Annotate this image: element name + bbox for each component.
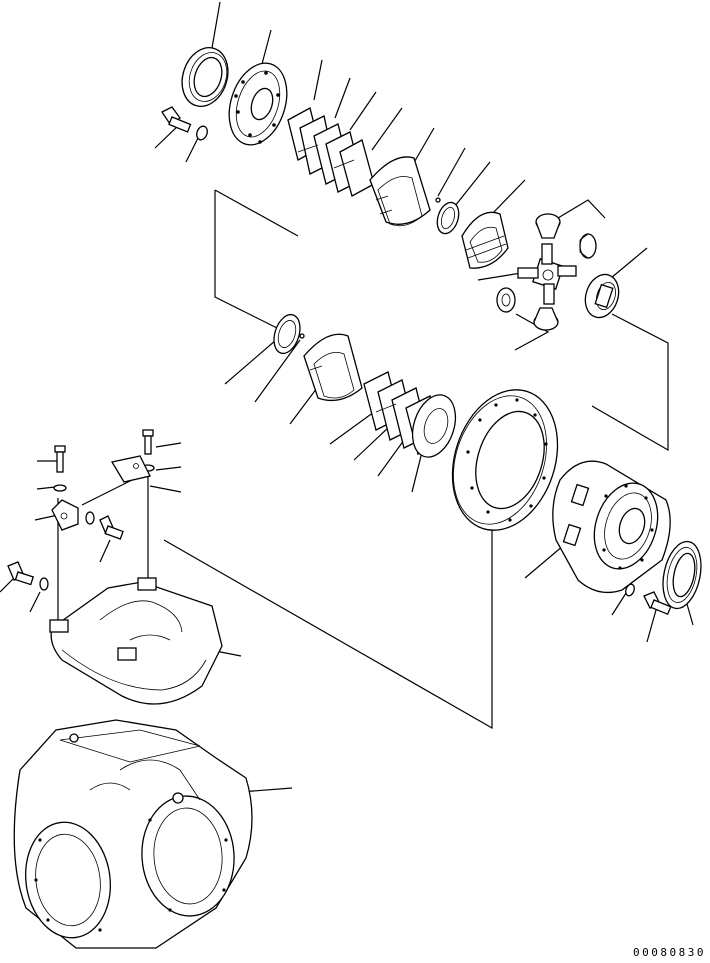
- figure-number: 00080830: [633, 946, 706, 959]
- guard-cover: [49, 577, 223, 705]
- bolt-top: [161, 106, 208, 141]
- pinion-gear-right: [579, 233, 597, 259]
- differential-case: [552, 460, 671, 594]
- side-gear-right: [584, 273, 620, 319]
- ring-gear: [451, 389, 559, 531]
- spider-cross: [517, 243, 577, 305]
- brackets-left: [51, 455, 151, 531]
- bolt-lower-right: [625, 583, 672, 616]
- clutch-housing-mid: [303, 333, 363, 402]
- clutch-housing-top: [369, 156, 431, 227]
- bolts-left: [7, 429, 155, 591]
- clutch-discs-top: [287, 107, 375, 197]
- side-gear-top: [461, 211, 509, 269]
- end-plate-mid: [411, 394, 457, 458]
- thrust-washer-mid: [273, 313, 305, 355]
- axle-housing: [13, 719, 253, 949]
- pinion-gear-top: [535, 213, 561, 239]
- thrust-ring-top: [435, 197, 460, 235]
- pinion-gear-left: [496, 287, 516, 313]
- bearing-top: [181, 47, 229, 107]
- pinion-gear-bottom: [533, 307, 559, 331]
- end-plate-top: [228, 62, 288, 146]
- bearing-right: [662, 540, 702, 610]
